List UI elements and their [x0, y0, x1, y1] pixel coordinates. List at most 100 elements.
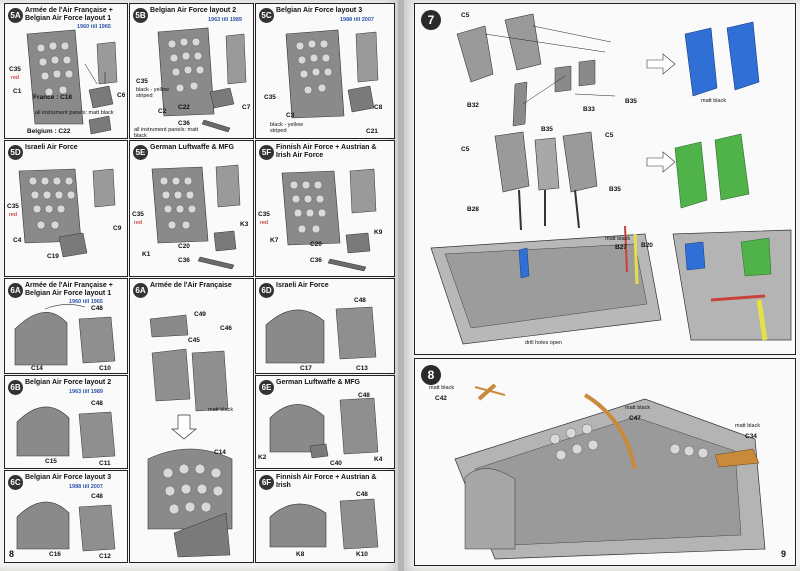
paint-note: matt black [208, 407, 234, 413]
panel-title: Israeli Air Force [276, 282, 329, 289]
part-label: C12 [99, 553, 111, 560]
panel-title: Armée de l'Air Française + Belgian Air F… [25, 7, 113, 22]
panel-title: Finnish Air Force + Austrian & Irish [276, 474, 377, 489]
part-label: B33 [583, 106, 595, 113]
paint-note: matt black [605, 236, 631, 242]
part-label: C19 [47, 253, 59, 260]
panel-title: German Luftwaffe & MFG [150, 144, 235, 151]
page-number: 8 [9, 549, 15, 559]
color-note: red [11, 75, 19, 81]
panel-subtitle: 1960 till 1965 [77, 24, 111, 30]
paint-note: matt black [429, 385, 455, 391]
part-label: C14 [214, 449, 226, 456]
part-label: B35 [609, 186, 621, 193]
color-note: red [134, 220, 142, 226]
part-label: C5 [461, 146, 470, 153]
color-note: red [9, 212, 17, 218]
panel-illustration [26, 29, 118, 135]
part-label: C22 [178, 104, 190, 111]
step-badge: 5F [259, 145, 274, 160]
panel-subtitle: 1963 till 1989 [69, 389, 103, 395]
panel-5b: 5B Belgian Air Force layout 2 1963 till … [129, 3, 254, 139]
step-badge: 7 [421, 10, 441, 30]
part-label: B28 [467, 206, 479, 213]
panel-illustration [16, 501, 116, 552]
part-label: C17 [300, 365, 312, 372]
part-label: C36 [178, 120, 190, 127]
panel-6c: 6C Belgian Air Force layout 3 1988 till … [4, 470, 128, 563]
panel-step-8: 8 matt black C42 matt black C47 matt bla… [414, 358, 796, 566]
part-label: C36 [178, 257, 190, 264]
step-badge: 5B [133, 8, 148, 23]
paint-note: all instrument panels: matt black [35, 110, 114, 116]
binding-gutter [398, 0, 404, 571]
paint-note: matt black [625, 405, 651, 411]
part-label: B32 [467, 102, 479, 109]
left-page: 5A Armée de l'Air Française + Belgian Ai… [0, 0, 398, 571]
step-badge: 6F [259, 475, 274, 490]
step-badge: 6B [8, 380, 23, 395]
part-label: C48 [91, 400, 103, 407]
panel-step-7: 7 [414, 3, 796, 355]
step-badge: 6A [133, 283, 148, 298]
part-label: C48 [91, 305, 103, 312]
part-label: C49 [194, 311, 206, 318]
part-label: B35 [625, 98, 637, 105]
part-label: C48 [356, 491, 368, 498]
panel-illustration [151, 164, 241, 270]
part-label: C14 [31, 365, 43, 372]
part-label: C35 [132, 211, 144, 218]
part-label: C35 [258, 211, 270, 218]
panel-title: Belgian Air Force layout 3 [276, 7, 363, 14]
part-label: K8 [296, 551, 305, 558]
part-label: France : C18 [33, 94, 73, 101]
step-badge: 6C [8, 475, 23, 490]
panel-illustration [14, 304, 116, 366]
part-label: C11 [99, 460, 111, 467]
part-label: C21 [366, 128, 378, 135]
panel-6e: 6E German Luftwaffe & MFG C48 K2 C40 K4 [255, 375, 395, 469]
part-label: C42 [435, 395, 447, 402]
part-label: C1 [13, 88, 22, 95]
part-label: C35 [136, 78, 148, 85]
part-label: C20 [178, 243, 190, 250]
part-label: C34 [745, 433, 757, 440]
panel-illustration [18, 168, 116, 258]
panel-title: Armée de l'Air Française [150, 282, 232, 289]
part-label: C47 [629, 415, 641, 422]
part-label: C15 [45, 458, 57, 465]
panel-title: Belgian Air Force layout 3 [25, 474, 112, 481]
paint-note: matt black [735, 423, 761, 429]
paint-note: all instrument panels: matt black [134, 127, 199, 139]
step-badge: 8 [421, 365, 441, 385]
step-badge: 5A [8, 8, 23, 23]
panel-subtitle: 1960 till 1965 [69, 299, 103, 305]
color-note: black - yellow striped [136, 87, 170, 99]
part-label: C20 [310, 241, 322, 248]
step-badge: 5C [259, 8, 274, 23]
part-label: Belgium : C22 [27, 128, 71, 135]
part-label: C13 [356, 365, 368, 372]
page-number: 9 [781, 549, 787, 559]
panel-5e: 5E German Luftwaffe & MFG C35 red K1 C20… [129, 140, 254, 277]
step-badge: 5D [8, 145, 23, 160]
panel-title: German Luftwaffe & MFG [276, 379, 361, 386]
part-label: K1 [142, 251, 151, 258]
panel-illustration [265, 306, 377, 364]
panel-illustration [281, 168, 377, 272]
part-label: C16 [49, 551, 61, 558]
step-badge: 6E [259, 380, 274, 395]
color-note: black - yellow striped [270, 122, 304, 134]
part-label: C7 [242, 104, 251, 111]
step-badge: 6A [8, 283, 23, 298]
panel-title: Belgian Air Force layout 2 [150, 7, 237, 14]
part-label: C8 [374, 104, 383, 111]
panel-illustration [269, 397, 379, 459]
panel-illustration [269, 498, 379, 550]
part-label: C5 [605, 132, 614, 139]
panel-illustration [157, 27, 247, 133]
part-label: C9 [113, 225, 122, 232]
step-badge: 5E [133, 145, 148, 160]
panel-subtitle: 1963 till 1989 [208, 17, 242, 23]
